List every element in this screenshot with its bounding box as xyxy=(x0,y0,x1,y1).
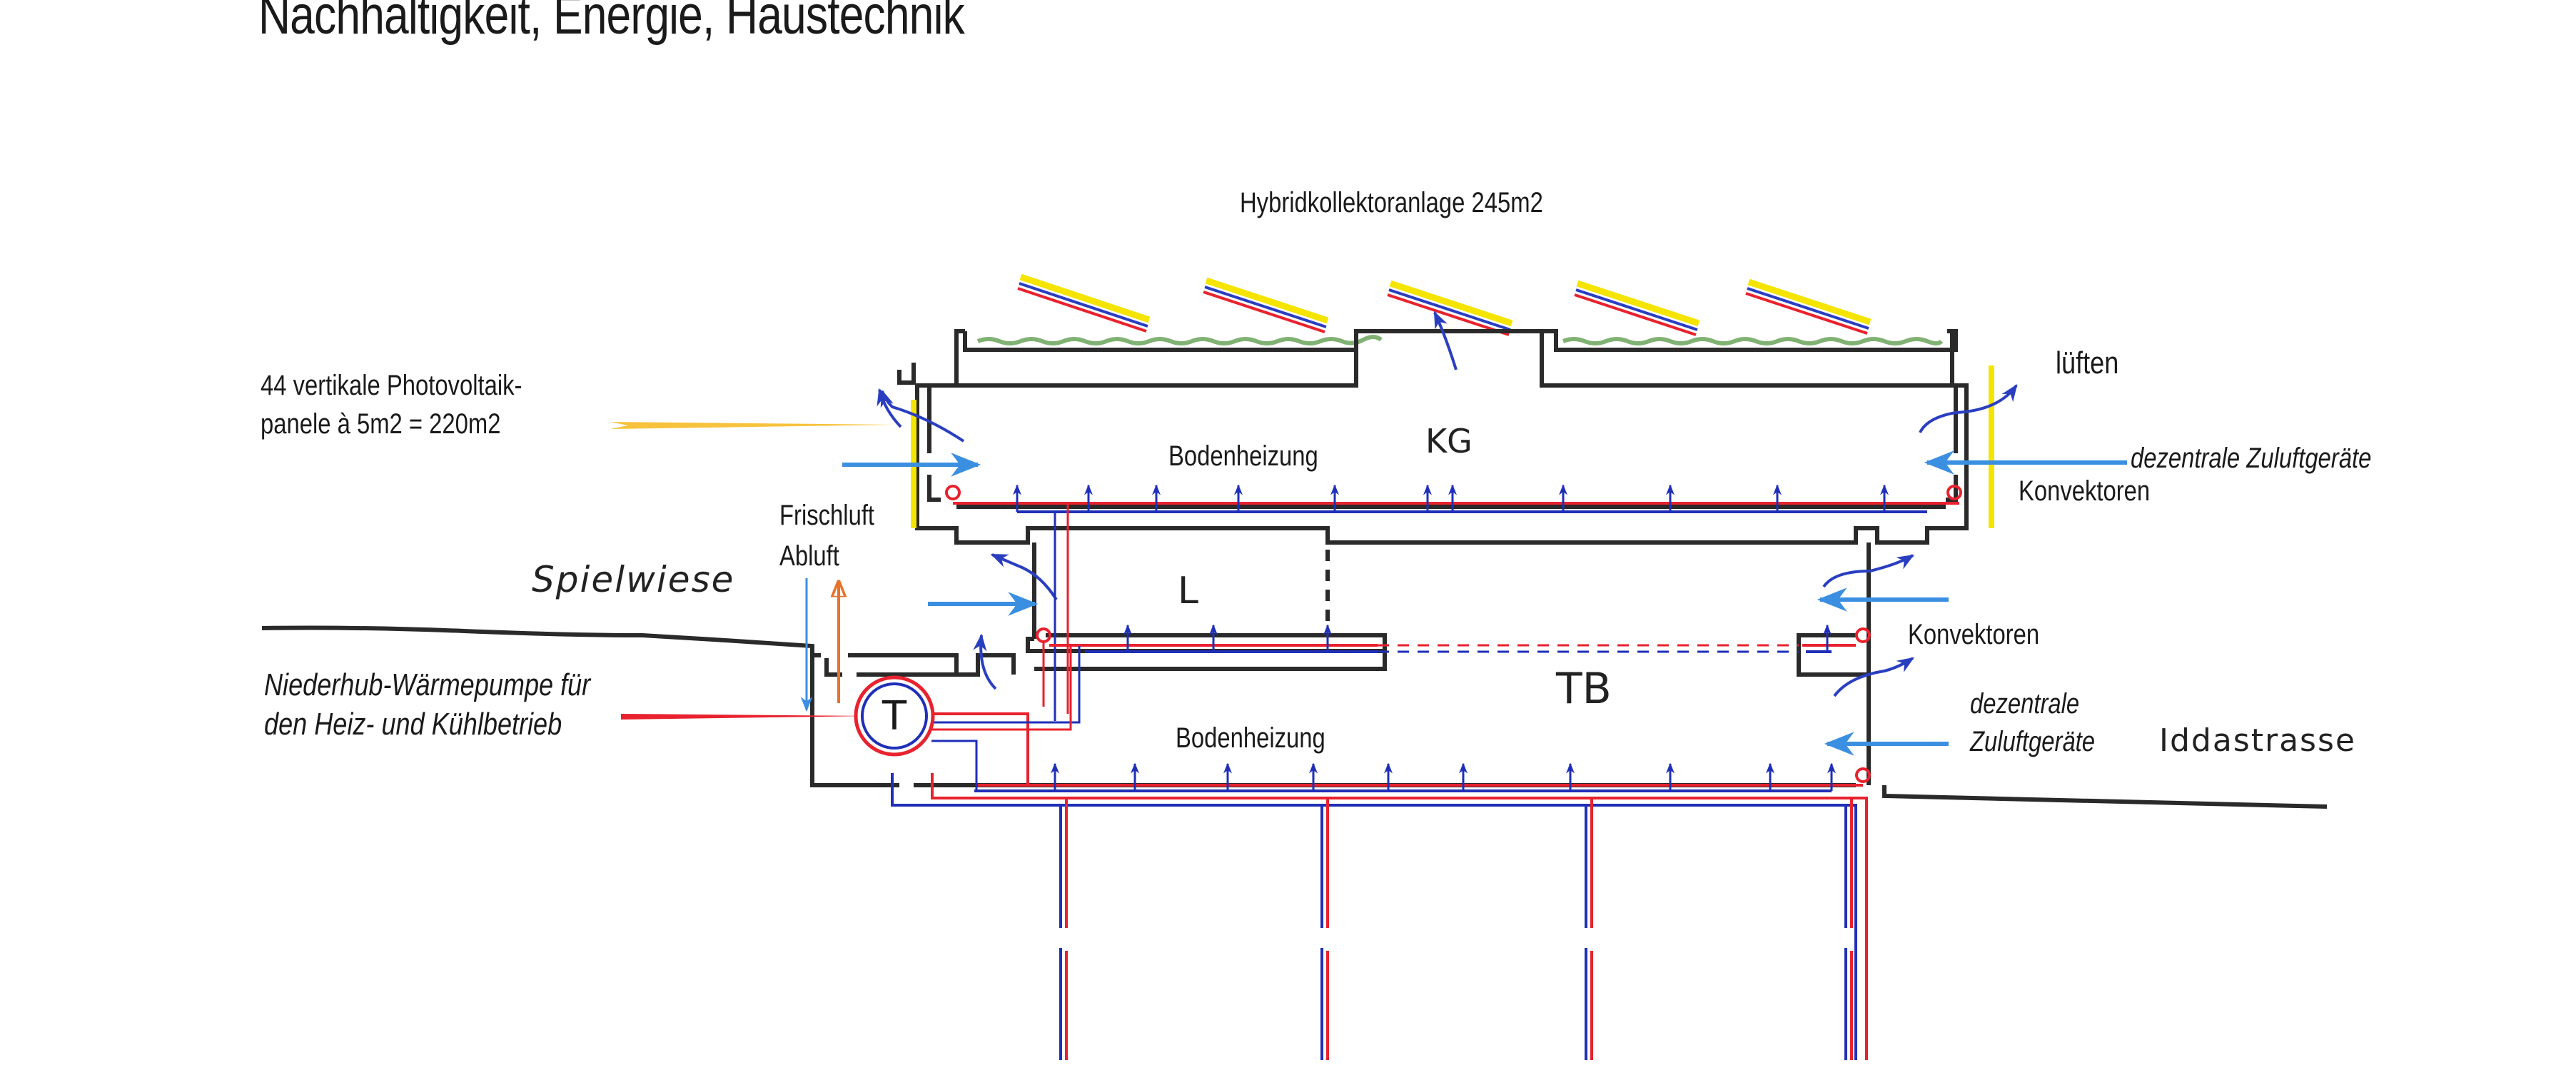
spielwiese-label: Spielwiese xyxy=(532,559,735,600)
ventilation-flow-arrows xyxy=(877,311,2018,697)
heatpump-label-line1: Niederhub-Wärmepumpe für xyxy=(264,667,591,702)
heat-pump-symbol: T xyxy=(854,675,935,757)
fresh-air-arrows xyxy=(800,450,2127,756)
collector-label: Hybridkollektoranlage 245m2 xyxy=(1240,187,1543,218)
konvektoren-label-lower: Konvektoren xyxy=(1908,619,2040,650)
geothermal-piles xyxy=(1059,799,1853,1060)
bodenheizung-label-upper: Bodenheizung xyxy=(1168,440,1318,472)
konvektoren-label-upper: Konvektoren xyxy=(2019,475,2151,507)
heatpump-leader xyxy=(621,714,869,720)
pv-label-line1: 44 vertikale Photovoltaik- xyxy=(261,370,522,401)
zuluft-label-lower-line2: Zuluftgeräte xyxy=(1970,726,2096,757)
convector-icon xyxy=(1036,627,1051,643)
floor-heating-upper xyxy=(945,484,1962,721)
heatpump-symbol-label: T xyxy=(882,693,907,740)
convector-icon xyxy=(945,485,961,500)
convector-pipes-middle xyxy=(1036,624,1871,707)
green-roof xyxy=(976,335,1944,345)
frischluft-label: Frischluft xyxy=(779,500,875,531)
zuluft-label-lower-line1: dezentrale xyxy=(1970,688,2080,720)
page-title: Nachhaltigkeit, Energie, Haustechnik xyxy=(258,0,965,46)
room-label-kg: KG xyxy=(1425,422,1473,460)
collector-panel xyxy=(1745,278,1872,335)
bodenheizung-label-lower: Bodenheizung xyxy=(1176,722,1325,754)
zuluft-label-upper: dezentrale Zuluftgeräte xyxy=(2131,443,2372,474)
heatpump-label-line2: den Heiz- und Kühlbetrieb xyxy=(264,707,562,742)
geothermal-pile xyxy=(1059,799,1068,1060)
abluft-label: Abluft xyxy=(779,540,839,572)
room-label-l: L xyxy=(1178,570,1198,612)
geothermal-pile xyxy=(1320,799,1329,1060)
convector-icon xyxy=(1855,767,1871,783)
convector-icon xyxy=(1855,627,1871,643)
collector-panel xyxy=(1387,280,1513,336)
room-label-tb: TB xyxy=(1555,664,1612,714)
floor-heating-lower xyxy=(891,646,1871,1060)
pv-label-line2: panele à 5m2 = 220m2 xyxy=(261,408,501,440)
collector-panel xyxy=(1203,277,1329,333)
hybrid-collector-panels xyxy=(1017,273,1872,336)
pv-leader-arrow xyxy=(610,422,896,429)
geothermal-pile xyxy=(1585,799,1593,1060)
lueften-label: lüften xyxy=(2056,345,2119,380)
geothermal-pile xyxy=(1844,799,1853,1060)
iddastrasse-label: Iddastrasse xyxy=(2159,722,2356,759)
collector-panel xyxy=(1574,280,1700,336)
collector-panel xyxy=(1017,273,1151,333)
convector-icon xyxy=(1946,485,1962,500)
